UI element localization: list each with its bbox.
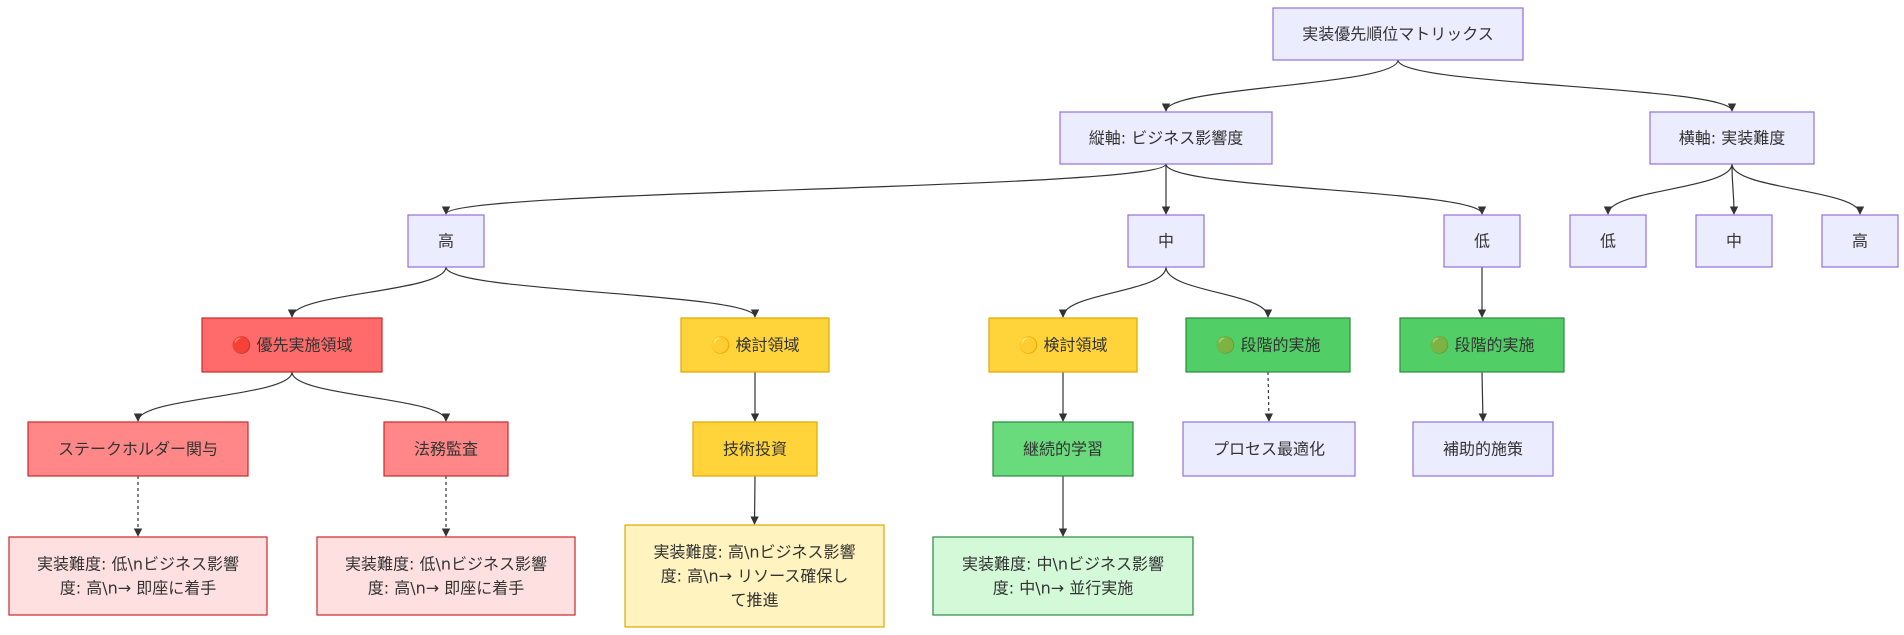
node-label: 度: 高\n→ 即座に着手 (60, 579, 217, 598)
node-label: 高 (1852, 232, 1868, 251)
node-support: 補助的施策 (1412, 421, 1554, 477)
node-v-mid: 中 (1127, 214, 1205, 268)
node-box (8, 536, 268, 616)
node-h-high: 高 (1821, 214, 1899, 268)
edges-layer (133, 59, 1865, 537)
node-label: 高 (438, 232, 454, 251)
edge-phase1-to-process (1264, 371, 1274, 422)
node-vaxis: 縦軸: ビジネス影響度 (1059, 111, 1273, 165)
node-box (1443, 214, 1521, 268)
node-process: プロセス最適化 (1182, 421, 1356, 477)
node-label: 補助的施策 (1443, 440, 1523, 459)
edge-vaxis-to-v-low (1165, 163, 1487, 215)
green-circle-label: 🟢 段階的実施 (1215, 336, 1320, 355)
node-v-low: 低 (1443, 214, 1521, 268)
node-label: 実装難度: 低\nビジネス影響 (345, 555, 547, 574)
node-h-mid: 中 (1695, 214, 1773, 268)
node-label: 縦軸: ビジネス影響度 (1089, 129, 1243, 148)
node-phase2: 🟢 段階的実施 (1399, 317, 1565, 373)
node-box (992, 421, 1134, 477)
green-circle-label: 🟢 段階的実施 (1429, 336, 1534, 355)
node-label: 実装難度: 低\nビジネス影響 (37, 555, 239, 574)
node-label: て推進 (730, 591, 778, 610)
node-label: 度: 高\n→ リソース確保し (661, 567, 849, 586)
node-box (407, 214, 485, 268)
node-label: 技術投資 (723, 440, 787, 459)
node-box (1649, 111, 1815, 165)
node-stakeholder: ステークホルダー関与 (27, 421, 249, 477)
node-label: プロセス最適化 (1213, 440, 1325, 459)
edge-root-to-haxis (1397, 59, 1737, 112)
node-label: 実装難度: 中\nビジネス影響 (962, 555, 1164, 574)
node-v-high: 高 (407, 214, 485, 268)
node-box (692, 421, 818, 477)
node-label: 横軸: 実装難度 (1679, 129, 1785, 148)
red-circle-label: 🔴 優先実施領域 (231, 336, 352, 355)
node-box (1272, 7, 1524, 61)
node-label: 実装優先順位マトリックス (1302, 25, 1494, 44)
node-box (1412, 421, 1554, 477)
node-label: 継続的学習 (1023, 440, 1103, 459)
node-label: 法務監査 (414, 440, 478, 459)
yellow-circle-label: 🟡 検討領域 (1018, 336, 1107, 355)
node-review2: 🟡 検討領域 (988, 317, 1138, 373)
node-box (680, 317, 830, 373)
node-phase1: 🟢 段階的実施 (1185, 317, 1351, 373)
node-box (201, 317, 383, 373)
node-box (1695, 214, 1773, 268)
node-tech: 技術投資 (692, 421, 818, 477)
node-box (1399, 317, 1565, 373)
edge-vaxis-to-v-high (442, 163, 1167, 215)
node-label: ステークホルダー関与 (58, 440, 218, 459)
node-label: 低 (1474, 232, 1490, 251)
node-learning: 継続的学習 (992, 421, 1134, 477)
node-label: 度: 高\n→ 即座に着手 (368, 579, 525, 598)
node-box (1127, 214, 1205, 268)
node-box (1185, 317, 1351, 373)
node-box (1821, 214, 1899, 268)
edge-haxis-to-h-mid (1729, 163, 1739, 215)
edge-root-to-vaxis (1161, 59, 1399, 112)
edge-v-mid-to-review2 (1058, 266, 1167, 318)
node-box (1059, 111, 1273, 165)
edge-v-mid-to-phase1 (1165, 266, 1273, 318)
edge-phase2-to-support (1478, 371, 1488, 422)
node-label: 中 (1158, 232, 1174, 251)
node-priority: 🔴 優先実施領域 (201, 317, 383, 373)
edge-priority-to-stakeholder (133, 371, 293, 422)
node-box (1182, 421, 1356, 477)
node-box (316, 536, 576, 616)
node-box (27, 421, 249, 477)
edge-v-high-to-priority (287, 266, 447, 318)
node-box (932, 536, 1194, 616)
edge-haxis-to-h-high (1731, 163, 1865, 215)
node-label: 度: 中\n→ 並行実施 (993, 579, 1134, 598)
edge-haxis-to-h-low (1603, 163, 1733, 215)
node-label: 実装難度: 高\nビジネス影響 (653, 543, 855, 562)
node-haxis: 横軸: 実装難度 (1649, 111, 1815, 165)
node-label: 低 (1600, 232, 1616, 251)
node-legal: 法務監査 (383, 421, 509, 477)
edge-priority-to-legal (291, 371, 451, 422)
yellow-circle-label: 🟡 検討領域 (710, 336, 799, 355)
node-root: 実装優先順位マトリックス (1272, 7, 1524, 61)
node-box (383, 421, 509, 477)
node-review1: 🟡 検討領域 (680, 317, 830, 373)
node-label: 中 (1726, 232, 1742, 251)
node-box (1569, 214, 1647, 268)
node-box (624, 524, 885, 628)
node-box (988, 317, 1138, 373)
edge-v-high-to-review1 (445, 266, 760, 318)
node-h-low: 低 (1569, 214, 1647, 268)
edge-tech-to-note3 (750, 475, 759, 525)
